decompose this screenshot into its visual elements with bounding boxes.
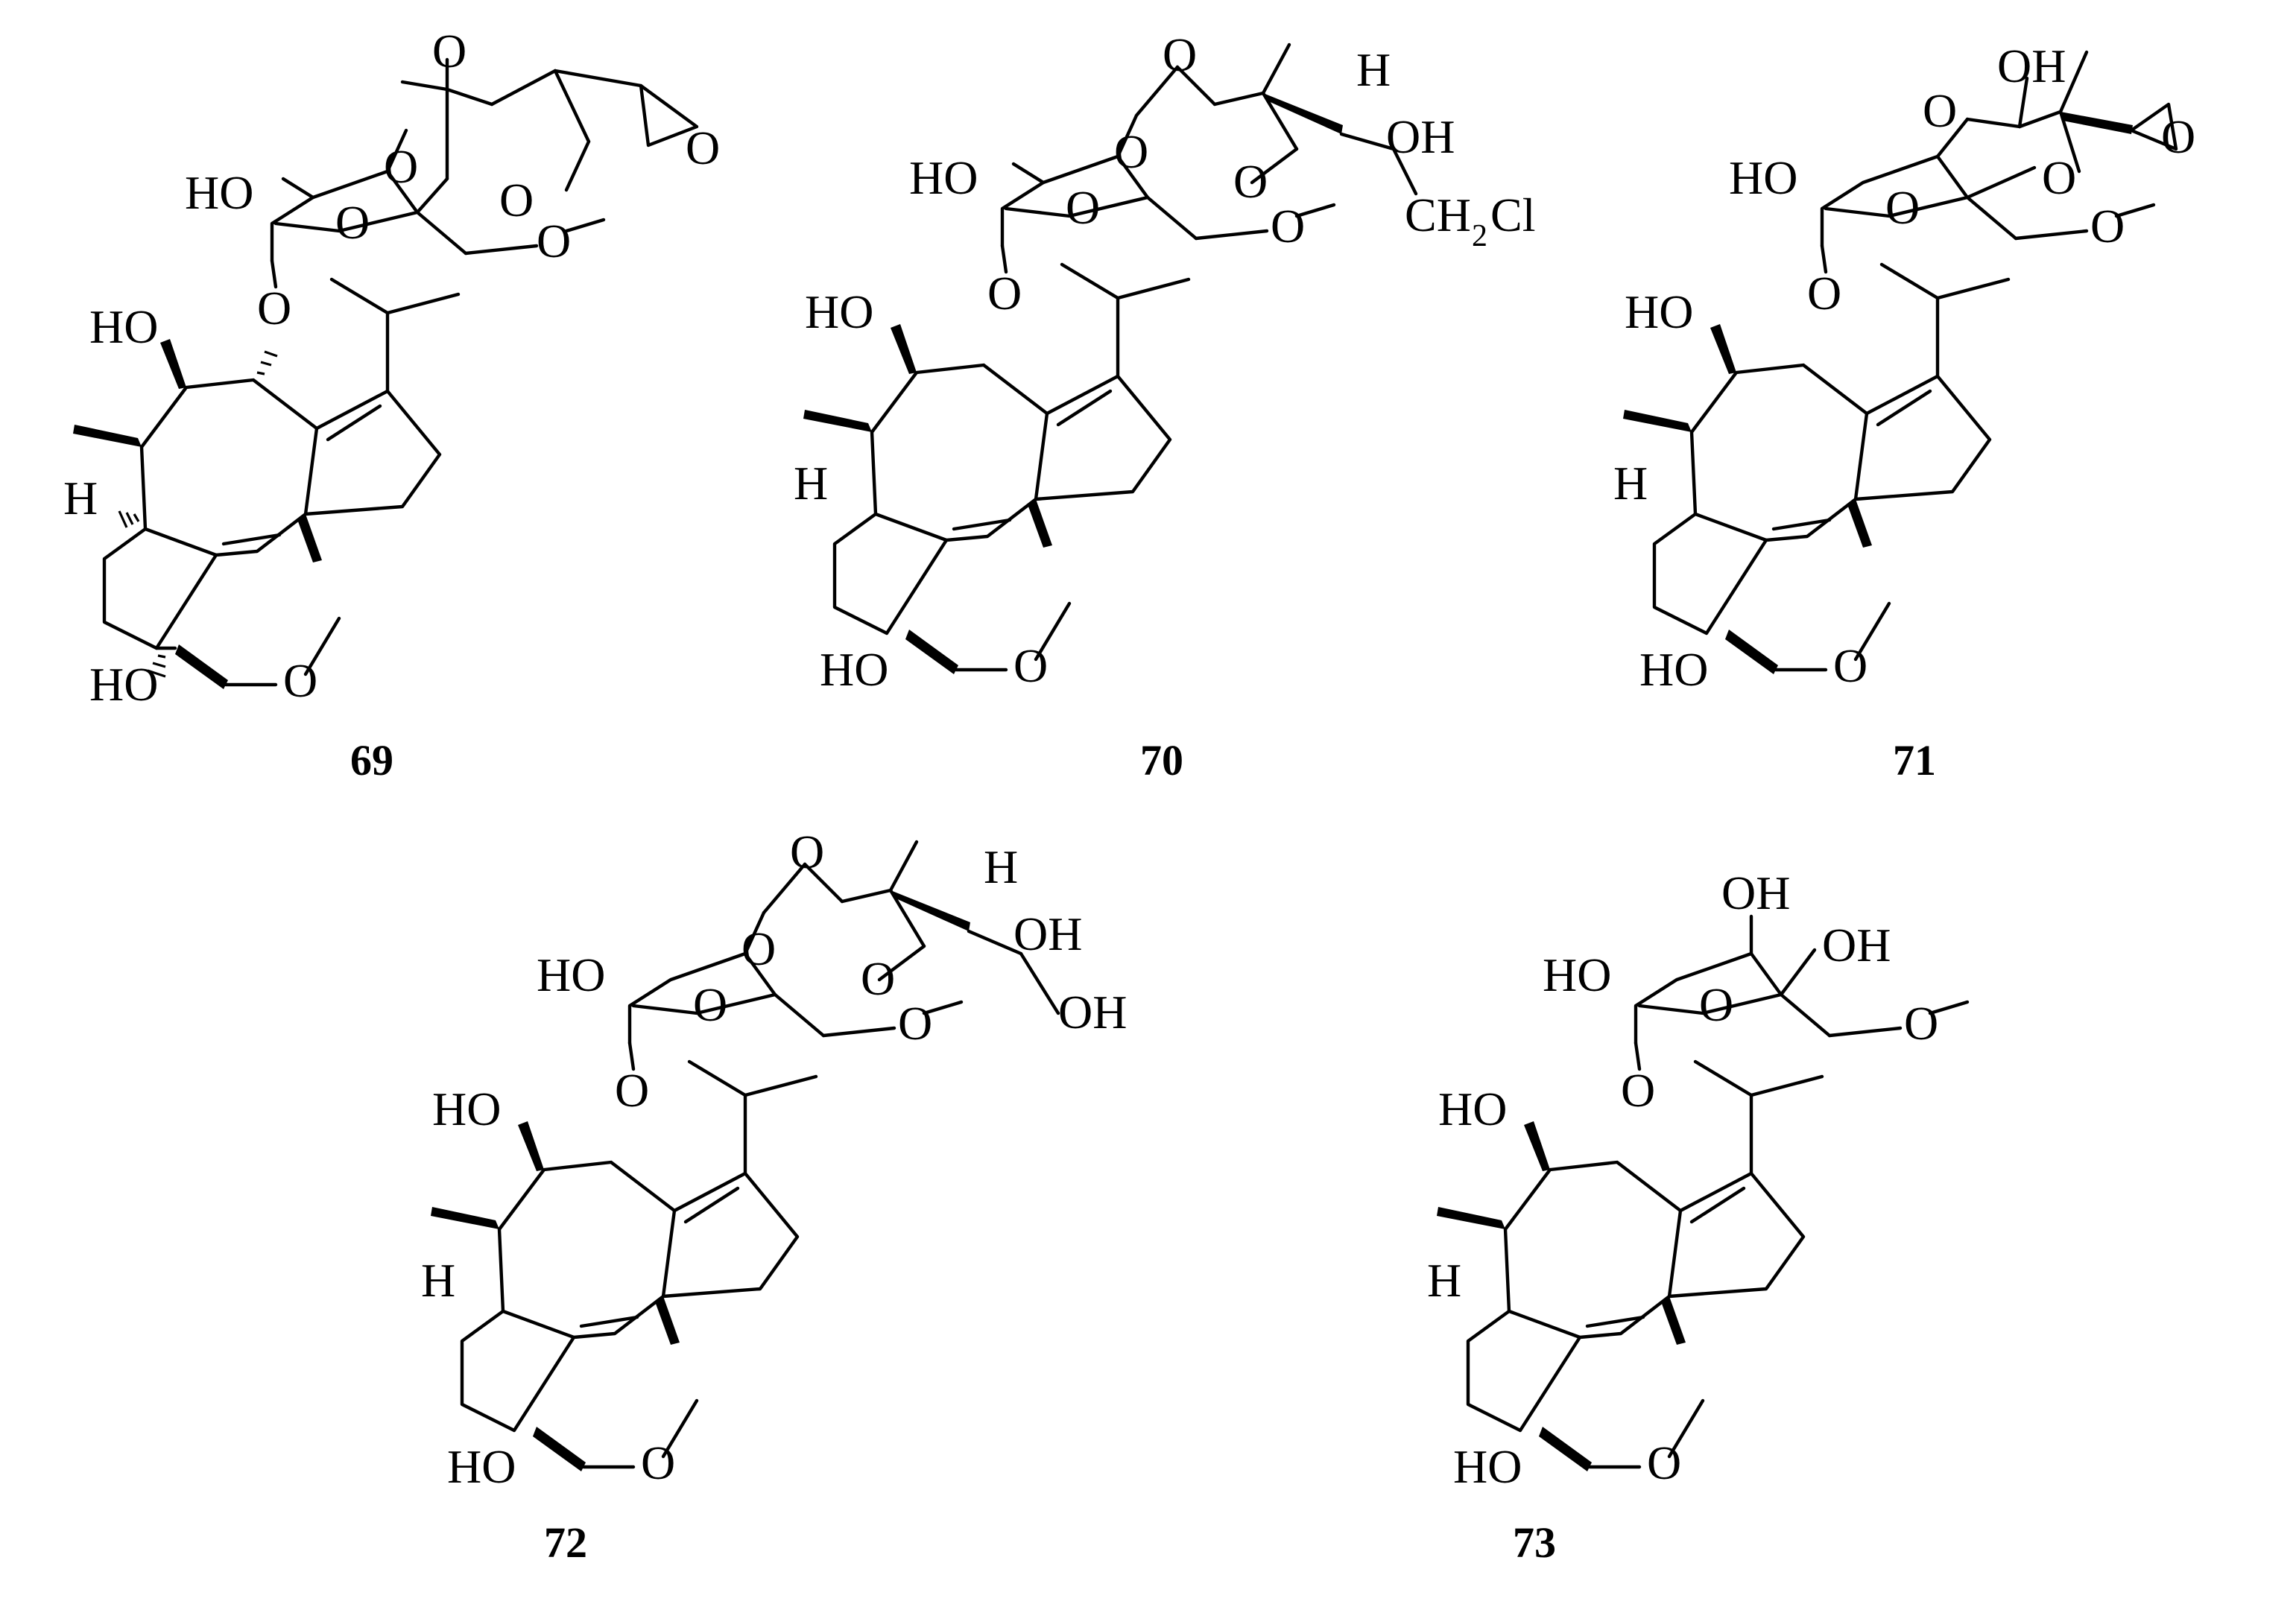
label-ho: HO — [185, 166, 253, 219]
label-oh: OH — [1721, 866, 1790, 919]
label-ho: HO — [1729, 151, 1797, 204]
aglycone-core — [1437, 1041, 1824, 1471]
compound-71: HO HO O O O OH O O O H HO O 71 — [1613, 39, 2195, 785]
chloromethyl-label: CH 2 Cl — [1405, 188, 1535, 253]
sugar-moiety — [1820, 50, 2178, 248]
label-h: H — [1427, 1254, 1461, 1307]
label-subscript: 2 — [1472, 219, 1487, 253]
hash-bond — [147, 654, 166, 678]
compound-number: 70 — [1140, 736, 1183, 785]
label-o: O — [1066, 181, 1100, 234]
label-o: O — [686, 121, 720, 174]
label-ho: HO — [1438, 1083, 1507, 1135]
label-h: H — [794, 457, 828, 510]
label-cl: Cl — [1490, 188, 1535, 241]
compound-number: 73 — [1513, 1518, 1556, 1567]
label-o: O — [1013, 639, 1048, 692]
label-o: O — [499, 174, 534, 226]
compound-72: HO HO O O O O O O H OH OH H HO O 72 — [421, 825, 1127, 1567]
sugar-moiety — [1634, 914, 1970, 1045]
label-ho: HO — [432, 1083, 501, 1135]
label-o: O — [1923, 84, 1957, 137]
aglycone-core — [803, 244, 1191, 674]
compound-73: HO OH OH HO O O O H HO O 73 — [1427, 866, 1970, 1567]
sugar-moiety — [1000, 42, 1418, 248]
compound-number: 72 — [544, 1518, 587, 1567]
label-o: O — [1233, 155, 1268, 208]
label-o: O — [1807, 267, 1841, 320]
label-h: H — [1613, 457, 1648, 510]
sugar-moiety — [627, 840, 1060, 1045]
label-o: O — [987, 267, 1022, 320]
label-o: O — [335, 196, 370, 249]
label-o: O — [384, 140, 418, 193]
label-ho: HO — [909, 151, 978, 204]
label-o: O — [1114, 125, 1148, 178]
label-o: O — [861, 952, 895, 1005]
aglycone-core — [1623, 244, 2011, 674]
hash-bond — [118, 510, 140, 528]
label-o: O — [1904, 997, 1938, 1050]
label-ho: HO — [805, 285, 873, 338]
label-h: H — [1356, 43, 1391, 96]
label-ho: HO — [820, 643, 888, 696]
label-ho: HO — [1543, 948, 1611, 1001]
aglycone-core — [73, 259, 461, 689]
label-o: O — [432, 25, 467, 77]
label-ho: HO — [89, 300, 158, 353]
label-o: O — [537, 215, 571, 267]
label-ch: CH — [1405, 188, 1471, 241]
label-ho: HO — [89, 658, 158, 711]
label-oh: OH — [1013, 907, 1082, 960]
compound-number: 69 — [350, 736, 393, 785]
label-o: O — [898, 997, 932, 1050]
label-o: O — [1647, 1436, 1681, 1489]
hash-bond — [256, 350, 278, 375]
label-oh: OH — [1822, 919, 1891, 972]
label-oh: OH — [1058, 986, 1127, 1039]
compound-69: HO HO O O O O O O O H HO O 69 — [63, 25, 720, 785]
label-o: O — [693, 978, 727, 1031]
label-ho: HO — [1453, 1440, 1522, 1493]
label-o: O — [641, 1436, 675, 1489]
label-o: O — [2042, 151, 2076, 204]
label-o: O — [1699, 978, 1733, 1031]
aglycone-core — [431, 1041, 818, 1471]
label-ho: HO — [1625, 285, 1693, 338]
compound-number: 71 — [1893, 736, 1936, 785]
label-o: O — [615, 1064, 649, 1117]
label-oh: OH — [1997, 39, 2066, 92]
label-ho: HO — [537, 948, 605, 1001]
label-o: O — [283, 654, 317, 707]
label-h: H — [421, 1254, 455, 1307]
label-h: H — [984, 840, 1018, 893]
compound-70: HO HO O O O O O O H OH CH 2 Cl H HO O 70 — [794, 28, 1535, 785]
label-o: O — [1271, 200, 1305, 253]
label-ho: HO — [1639, 643, 1708, 696]
label-o: O — [1833, 639, 1868, 692]
label-ho: HO — [447, 1440, 516, 1493]
label-o: O — [257, 282, 291, 335]
label-oh: OH — [1386, 110, 1455, 163]
label-o: O — [2161, 110, 2195, 163]
label-o: O — [2090, 200, 2125, 253]
label-o: O — [1885, 181, 1920, 234]
label-o: O — [1621, 1064, 1655, 1117]
label-o: O — [1163, 28, 1197, 81]
label-o: O — [790, 825, 824, 878]
label-o: O — [741, 922, 776, 975]
label-h: H — [63, 472, 98, 524]
sugar-moiety — [270, 57, 699, 263]
